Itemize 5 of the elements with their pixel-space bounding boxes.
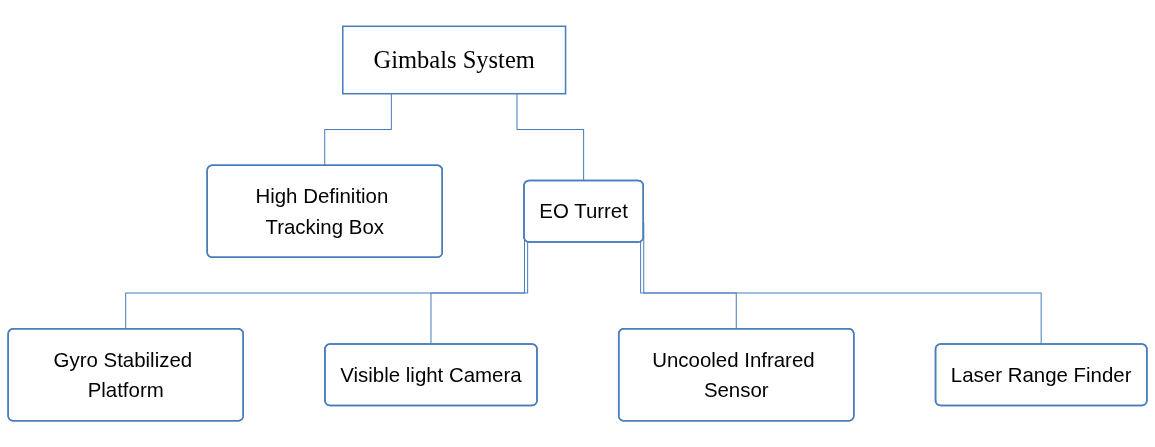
connector <box>324 93 392 167</box>
connector <box>640 241 738 330</box>
connector <box>430 241 529 346</box>
node-box: Gimbals System <box>342 25 567 95</box>
connector <box>516 93 585 182</box>
